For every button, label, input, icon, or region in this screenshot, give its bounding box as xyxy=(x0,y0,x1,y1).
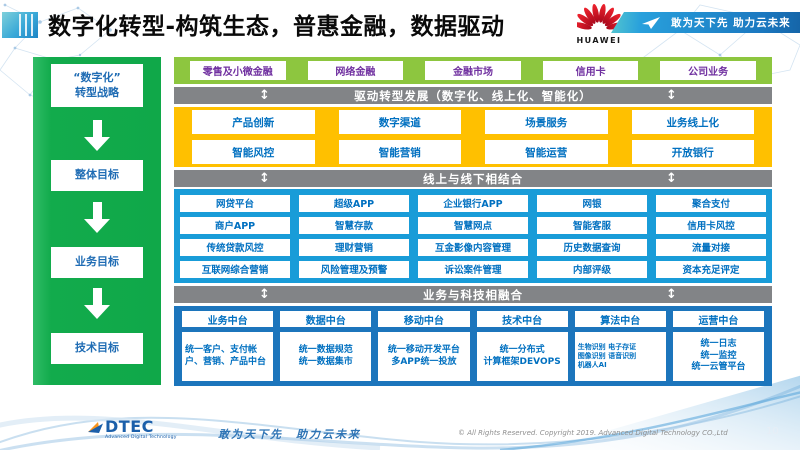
platform-body: 统一客户、支付帐户、营销、产品中台 xyxy=(182,332,274,381)
band-online-offline-label: 线上与线下相结合 xyxy=(423,171,523,186)
up-down-arrow-icon: ↕ xyxy=(666,171,678,186)
application-cell: 风险管理及预警 xyxy=(299,260,409,278)
application-cell: 网贷平台 xyxy=(180,194,290,212)
application-cell: 超级APP xyxy=(299,194,409,212)
application-cell: 流量对接 xyxy=(656,238,766,256)
business-line-cell: 金融市场 xyxy=(425,61,521,80)
dtec-arrow-icon xyxy=(88,422,103,433)
platform-body: 统一分布式 计算框架DEVOPS xyxy=(476,332,568,381)
platform-title: 移动中台 xyxy=(378,311,470,327)
page-number: 10 xyxy=(766,426,779,437)
application-cell: 智慧网点 xyxy=(418,216,528,234)
transformation-cell: 业务线上化 xyxy=(631,110,754,134)
down-arrow-icon xyxy=(33,202,161,233)
platform-body: 生物识别 电子存证 图像识别 语音识别 机器人AI xyxy=(574,332,666,381)
platform-column-technology: 技术中台 统一分布式 计算框架DEVOPS xyxy=(476,311,568,381)
application-cell: 互金影像内容管理 xyxy=(418,238,528,256)
application-cell: 资本充足评定 xyxy=(656,260,766,278)
band-online-offline: ↕ 线上与线下相结合 ↕ xyxy=(174,170,772,187)
application-cell: 聚合支付 xyxy=(656,194,766,212)
platform-column-data: 数据中台 统一数据规范 统一数据集市 xyxy=(280,311,372,381)
title-accent-stripes xyxy=(19,14,35,36)
up-down-arrow-icon: ↕ xyxy=(259,287,271,302)
transformation-cell: 场景服务 xyxy=(485,110,608,134)
application-cell: 信用卡风控 xyxy=(656,216,766,234)
dtec-logo: DTEC Advanced Digital Technology xyxy=(88,419,177,441)
page-title: 数字化转型-构筑生态，普惠金融，数据驱动 xyxy=(48,14,505,40)
platform-title: 技术中台 xyxy=(476,311,568,327)
transformation-row: 产品创新 数字渠道 场景服务 业务线上化 xyxy=(192,110,754,134)
band-drive-label: 驱动转型发展（数字化、线上化、智能化） xyxy=(354,88,592,103)
business-line-cell: 信用卡 xyxy=(542,61,639,80)
dtec-tagline: Advanced Digital Technology xyxy=(105,435,177,440)
application-cell: 历史数据查询 xyxy=(537,238,647,256)
up-down-arrow-icon: ↕ xyxy=(666,88,678,103)
strategy-step-overall-goal: 整体目标 xyxy=(51,160,143,191)
applications-row: 互联网综合营销 风险管理及预警 诉讼案件管理 内部评级 资本充足评定 xyxy=(180,260,766,278)
copyright-text: © All Rights Reserved. Copyright 2019. A… xyxy=(458,429,728,437)
applications-row: 网贷平台 超级APP 企业银行APP 网银 聚合支付 xyxy=(180,194,766,212)
strategy-step-technology-goal: 技术目标 xyxy=(51,333,143,364)
application-cell: 智能客服 xyxy=(537,216,647,234)
application-cell: 企业银行APP xyxy=(418,194,528,212)
platform-body: 统一移动开发平台 多APP统一投放 xyxy=(378,332,470,381)
up-down-arrow-icon: ↕ xyxy=(259,171,271,186)
transformation-section: 产品创新 数字渠道 场景服务 业务线上化 智能风控 智能营销 智能运营 开放银行 xyxy=(174,107,772,167)
huawei-wordmark: HUAWEI xyxy=(576,36,622,45)
application-cell: 智慧存款 xyxy=(299,216,409,234)
business-line-cell: 零售及小微金融 xyxy=(190,61,286,80)
applications-row: 商户APP 智慧存款 智慧网点 智能客服 信用卡风控 xyxy=(180,216,766,234)
band-biz-tech: ↕ 业务与科技相融合 ↕ xyxy=(174,286,772,303)
applications-row: 传统贷款风控 理财营销 互金影像内容管理 历史数据查询 流量对接 xyxy=(180,238,766,256)
platforms-section: 业务中台 统一客户、支付帐户、营销、产品中台 数据中台 统一数据规范 统一数据集… xyxy=(174,306,772,386)
platform-title: 数据中台 xyxy=(280,311,372,327)
slogan-banner: 敢为天下先 助力云未来 xyxy=(611,12,800,33)
strategy-step-business-goal: 业务目标 xyxy=(51,247,143,278)
application-cell: 诉讼案件管理 xyxy=(418,260,528,278)
strategy-sidebar: “数字化” 转型战略 整体目标 业务目标 技术目标 xyxy=(33,57,161,385)
down-arrow-icon xyxy=(33,288,161,319)
banner-slogan-text: 敢为天下先 助力云未来 xyxy=(671,17,791,29)
application-cell: 网银 xyxy=(537,194,647,212)
platform-body: 统一数据规范 统一数据集市 xyxy=(280,332,372,381)
paper-plane-icon xyxy=(642,16,660,29)
title-accent-icon xyxy=(2,12,38,38)
transformation-cell: 智能运营 xyxy=(485,140,608,164)
platform-title: 运营中台 xyxy=(672,311,765,327)
transformation-row: 智能风控 智能营销 智能运营 开放银行 xyxy=(192,140,754,164)
applications-section: 网贷平台 超级APP 企业银行APP 网银 聚合支付 商户APP 智慧存款 智慧… xyxy=(174,189,772,283)
up-down-arrow-icon: ↕ xyxy=(666,287,678,302)
dtec-wordmark: DTEC xyxy=(105,417,154,436)
strategy-step-digital-strategy: “数字化” 转型战略 xyxy=(51,64,143,107)
business-line-cell: 网络金融 xyxy=(307,61,404,80)
footer-slogan: 敢为天下先 助力云未来 xyxy=(218,428,361,441)
platform-column-operations: 运营中台 统一日志 统一监控 统一云管平台 xyxy=(672,311,765,381)
application-cell: 互联网综合营销 xyxy=(180,260,290,278)
band-drive-transformation: ↕ 驱动转型发展（数字化、线上化、智能化） ↕ xyxy=(174,87,772,104)
application-cell: 传统贷款风控 xyxy=(180,238,290,256)
application-cell: 内部评级 xyxy=(537,260,647,278)
transformation-cell: 智能营销 xyxy=(338,140,461,164)
up-down-arrow-icon: ↕ xyxy=(259,88,271,103)
business-line-cell: 公司业务 xyxy=(660,61,756,80)
band-biz-tech-label: 业务与科技相融合 xyxy=(423,287,523,302)
transformation-cell: 数字渠道 xyxy=(338,110,461,134)
application-cell: 商户APP xyxy=(180,216,290,234)
transformation-cell: 产品创新 xyxy=(192,110,315,134)
business-lines-row: 零售及小微金融 网络金融 金融市场 信用卡 公司业务 xyxy=(174,57,772,84)
application-cell: 理财营销 xyxy=(299,238,409,256)
down-arrow-icon xyxy=(33,120,161,151)
platform-column-mobile: 移动中台 统一移动开发平台 多APP统一投放 xyxy=(378,311,470,381)
platform-title: 业务中台 xyxy=(182,311,274,327)
platform-column-business: 业务中台 统一客户、支付帐户、营销、产品中台 xyxy=(182,311,274,381)
transformation-cell: 开放银行 xyxy=(631,140,754,164)
platform-title: 算法中台 xyxy=(574,311,666,327)
platform-body: 统一日志 统一监控 统一云管平台 xyxy=(672,332,765,381)
transformation-cell: 智能风控 xyxy=(192,140,315,164)
platform-column-algorithm: 算法中台 生物识别 电子存证 图像识别 语音识别 机器人AI xyxy=(574,311,666,381)
